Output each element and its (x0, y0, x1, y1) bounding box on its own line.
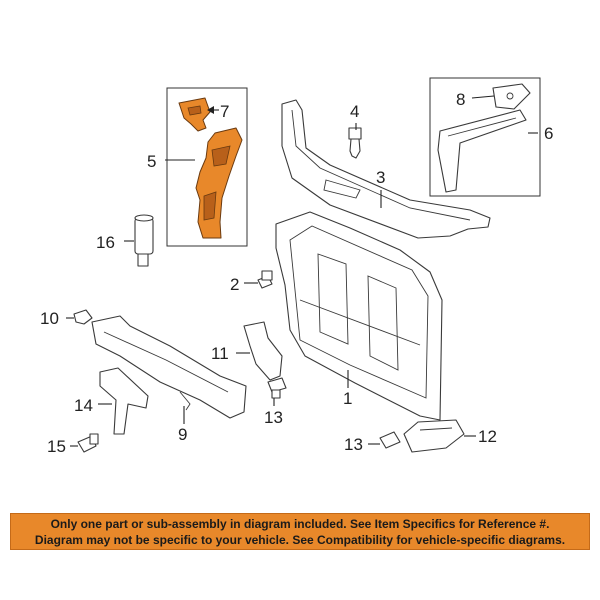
bracket-part-8[interactable] (492, 83, 531, 110)
item-5-frame (166, 87, 248, 247)
support-assembly-part-5[interactable] (195, 127, 243, 239)
callout-1: 1 (343, 389, 352, 408)
callout-13-right: 13 (344, 435, 363, 454)
callout-16: 16 (96, 233, 115, 252)
callout-5: 5 (147, 152, 156, 171)
callout-8: 8 (456, 90, 465, 109)
clip-part-10[interactable] (73, 309, 93, 325)
bracket-part-12[interactable] (403, 419, 465, 453)
callout-7: 7 (220, 102, 229, 121)
radiator-support-frame-part-1[interactable] (275, 211, 443, 421)
callout-14: 14 (74, 396, 93, 415)
callout-13-left: 13 (264, 408, 283, 427)
notice-banner: Only one part or sub-assembly in diagram… (10, 513, 590, 550)
bolt-part-2[interactable] (257, 270, 273, 289)
callout-15: 15 (47, 437, 66, 456)
bolt-part-15[interactable] (77, 433, 99, 453)
callout-11: 11 (211, 344, 229, 363)
cylinder-part-16[interactable] (134, 214, 154, 267)
item-6-frame (429, 77, 541, 197)
callout-6: 6 (544, 124, 553, 143)
callout-9: 9 (178, 425, 187, 444)
notice-line-2: Diagram may not be specific to your vehi… (34, 533, 566, 547)
callout-4: 4 (350, 102, 359, 121)
bolt-part-13-left[interactable] (267, 377, 287, 399)
upper-support-part-3[interactable] (281, 99, 491, 239)
bolt-part-13-right[interactable] (379, 431, 401, 449)
air-guide-part-11[interactable] (243, 321, 283, 381)
bolt-part-4[interactable] (348, 127, 362, 159)
bracket-part-14[interactable] (99, 367, 149, 435)
callout-2: 2 (230, 275, 239, 294)
callout-12: 12 (478, 427, 497, 446)
side-support-part-6[interactable] (437, 109, 527, 193)
callout-3: 3 (376, 168, 385, 187)
bracket-part-7[interactable] (178, 97, 211, 132)
notice-line-1: Only one part or sub-assembly in diagram… (50, 517, 550, 531)
leader-lines (66, 95, 538, 447)
callout-10: 10 (40, 309, 59, 328)
lower-bar-part-9[interactable] (91, 315, 247, 419)
